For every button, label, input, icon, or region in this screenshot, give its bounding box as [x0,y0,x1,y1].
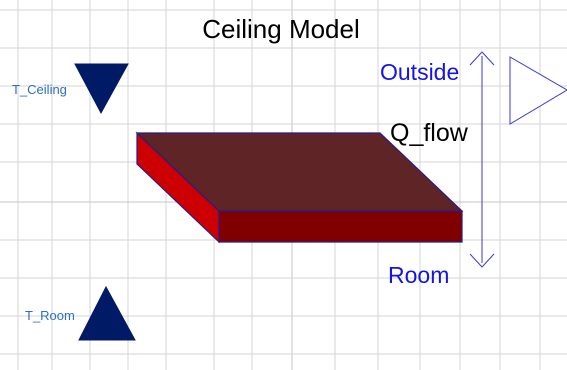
room-connector-label: T_Room [25,308,75,323]
triangle-right-icon[interactable] [509,56,567,125]
triangle-up-icon[interactable] [78,285,136,341]
room-label: Room [388,262,449,288]
ceiling-connector-label: T_Ceiling [12,82,67,97]
heat-flow-label: Q_flow [390,119,469,147]
triangle-down-icon[interactable] [74,63,129,115]
diagram-title: Ceiling Model [202,14,360,44]
slab-top-face [135,132,464,212]
slab-front-face [218,210,463,243]
double-arrow-vertical-icon [469,51,495,268]
outside-label: Outside [380,59,459,85]
